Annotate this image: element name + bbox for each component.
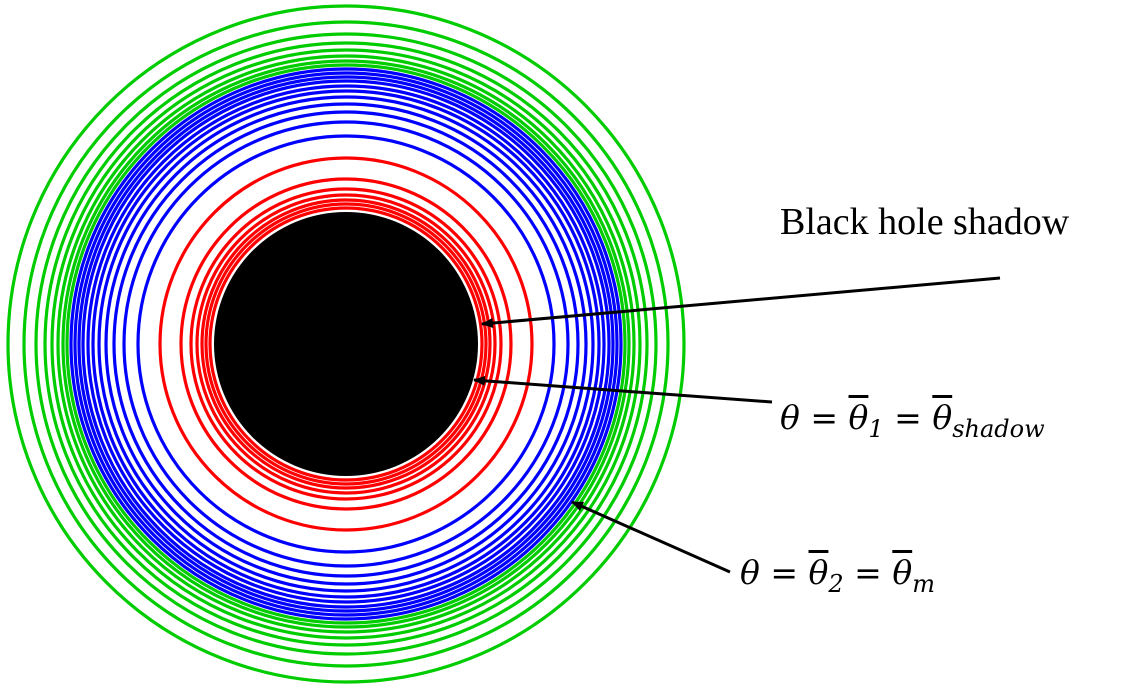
shadow-arrow (481, 276, 1001, 329)
blue-rings (69, 67, 623, 621)
red-ring (200, 198, 492, 490)
theta1-eq2: = (883, 398, 933, 437)
green-ring (61, 59, 631, 629)
black-hole-shadow-disk (214, 212, 478, 476)
blue-ring (122, 120, 570, 568)
theta1-rhs: θ (932, 398, 953, 437)
blue-ring (86, 84, 606, 604)
blue-ring (69, 67, 623, 621)
green-ring (6, 4, 686, 684)
theta1-label: θ = θ1 = θshadow (780, 398, 1045, 443)
theta1-mid-sub: 1 (868, 415, 884, 443)
theta1-eq1: = (799, 398, 849, 437)
green-rings (6, 4, 686, 684)
theta2-arrow (571, 500, 731, 574)
blue-ring (112, 110, 580, 578)
green-ring (50, 48, 642, 640)
theta1-rhs-sub: shadow (952, 415, 1045, 443)
blue-ring (81, 79, 611, 609)
green-ring (65, 63, 627, 625)
red-ring (204, 202, 488, 486)
theta2-label: θ = θ2 = θm (740, 553, 935, 598)
theta2-rhs: θ (892, 553, 913, 592)
blue-ring (136, 134, 556, 554)
red-ring (189, 187, 503, 501)
green-ring (22, 20, 670, 668)
red-ring (158, 156, 534, 532)
theta2-lhs: θ (740, 553, 760, 592)
shadow-label: Black hole shadow (780, 201, 1070, 243)
theta2-mid-sub: 2 (828, 570, 844, 598)
theta2-eq1: = (759, 553, 809, 592)
red-ring (195, 193, 497, 495)
theta2-rhs-sub: m (912, 570, 935, 598)
theta1-mid: θ (848, 398, 869, 437)
theta1-lhs: θ (780, 398, 800, 437)
green-ring (34, 32, 658, 656)
red-rings (158, 156, 534, 532)
theta1-arrow (473, 375, 773, 404)
green-ring (43, 41, 649, 647)
blue-ring (77, 75, 615, 613)
theta2-mid: θ (808, 553, 829, 592)
red-ring (179, 177, 513, 511)
blue-ring (73, 71, 619, 617)
theta2-eq2: = (843, 553, 893, 592)
green-ring (56, 54, 636, 634)
blue-ring (97, 95, 595, 593)
blue-ring (91, 89, 601, 599)
blue-ring (104, 102, 588, 586)
red-ring (208, 206, 484, 482)
